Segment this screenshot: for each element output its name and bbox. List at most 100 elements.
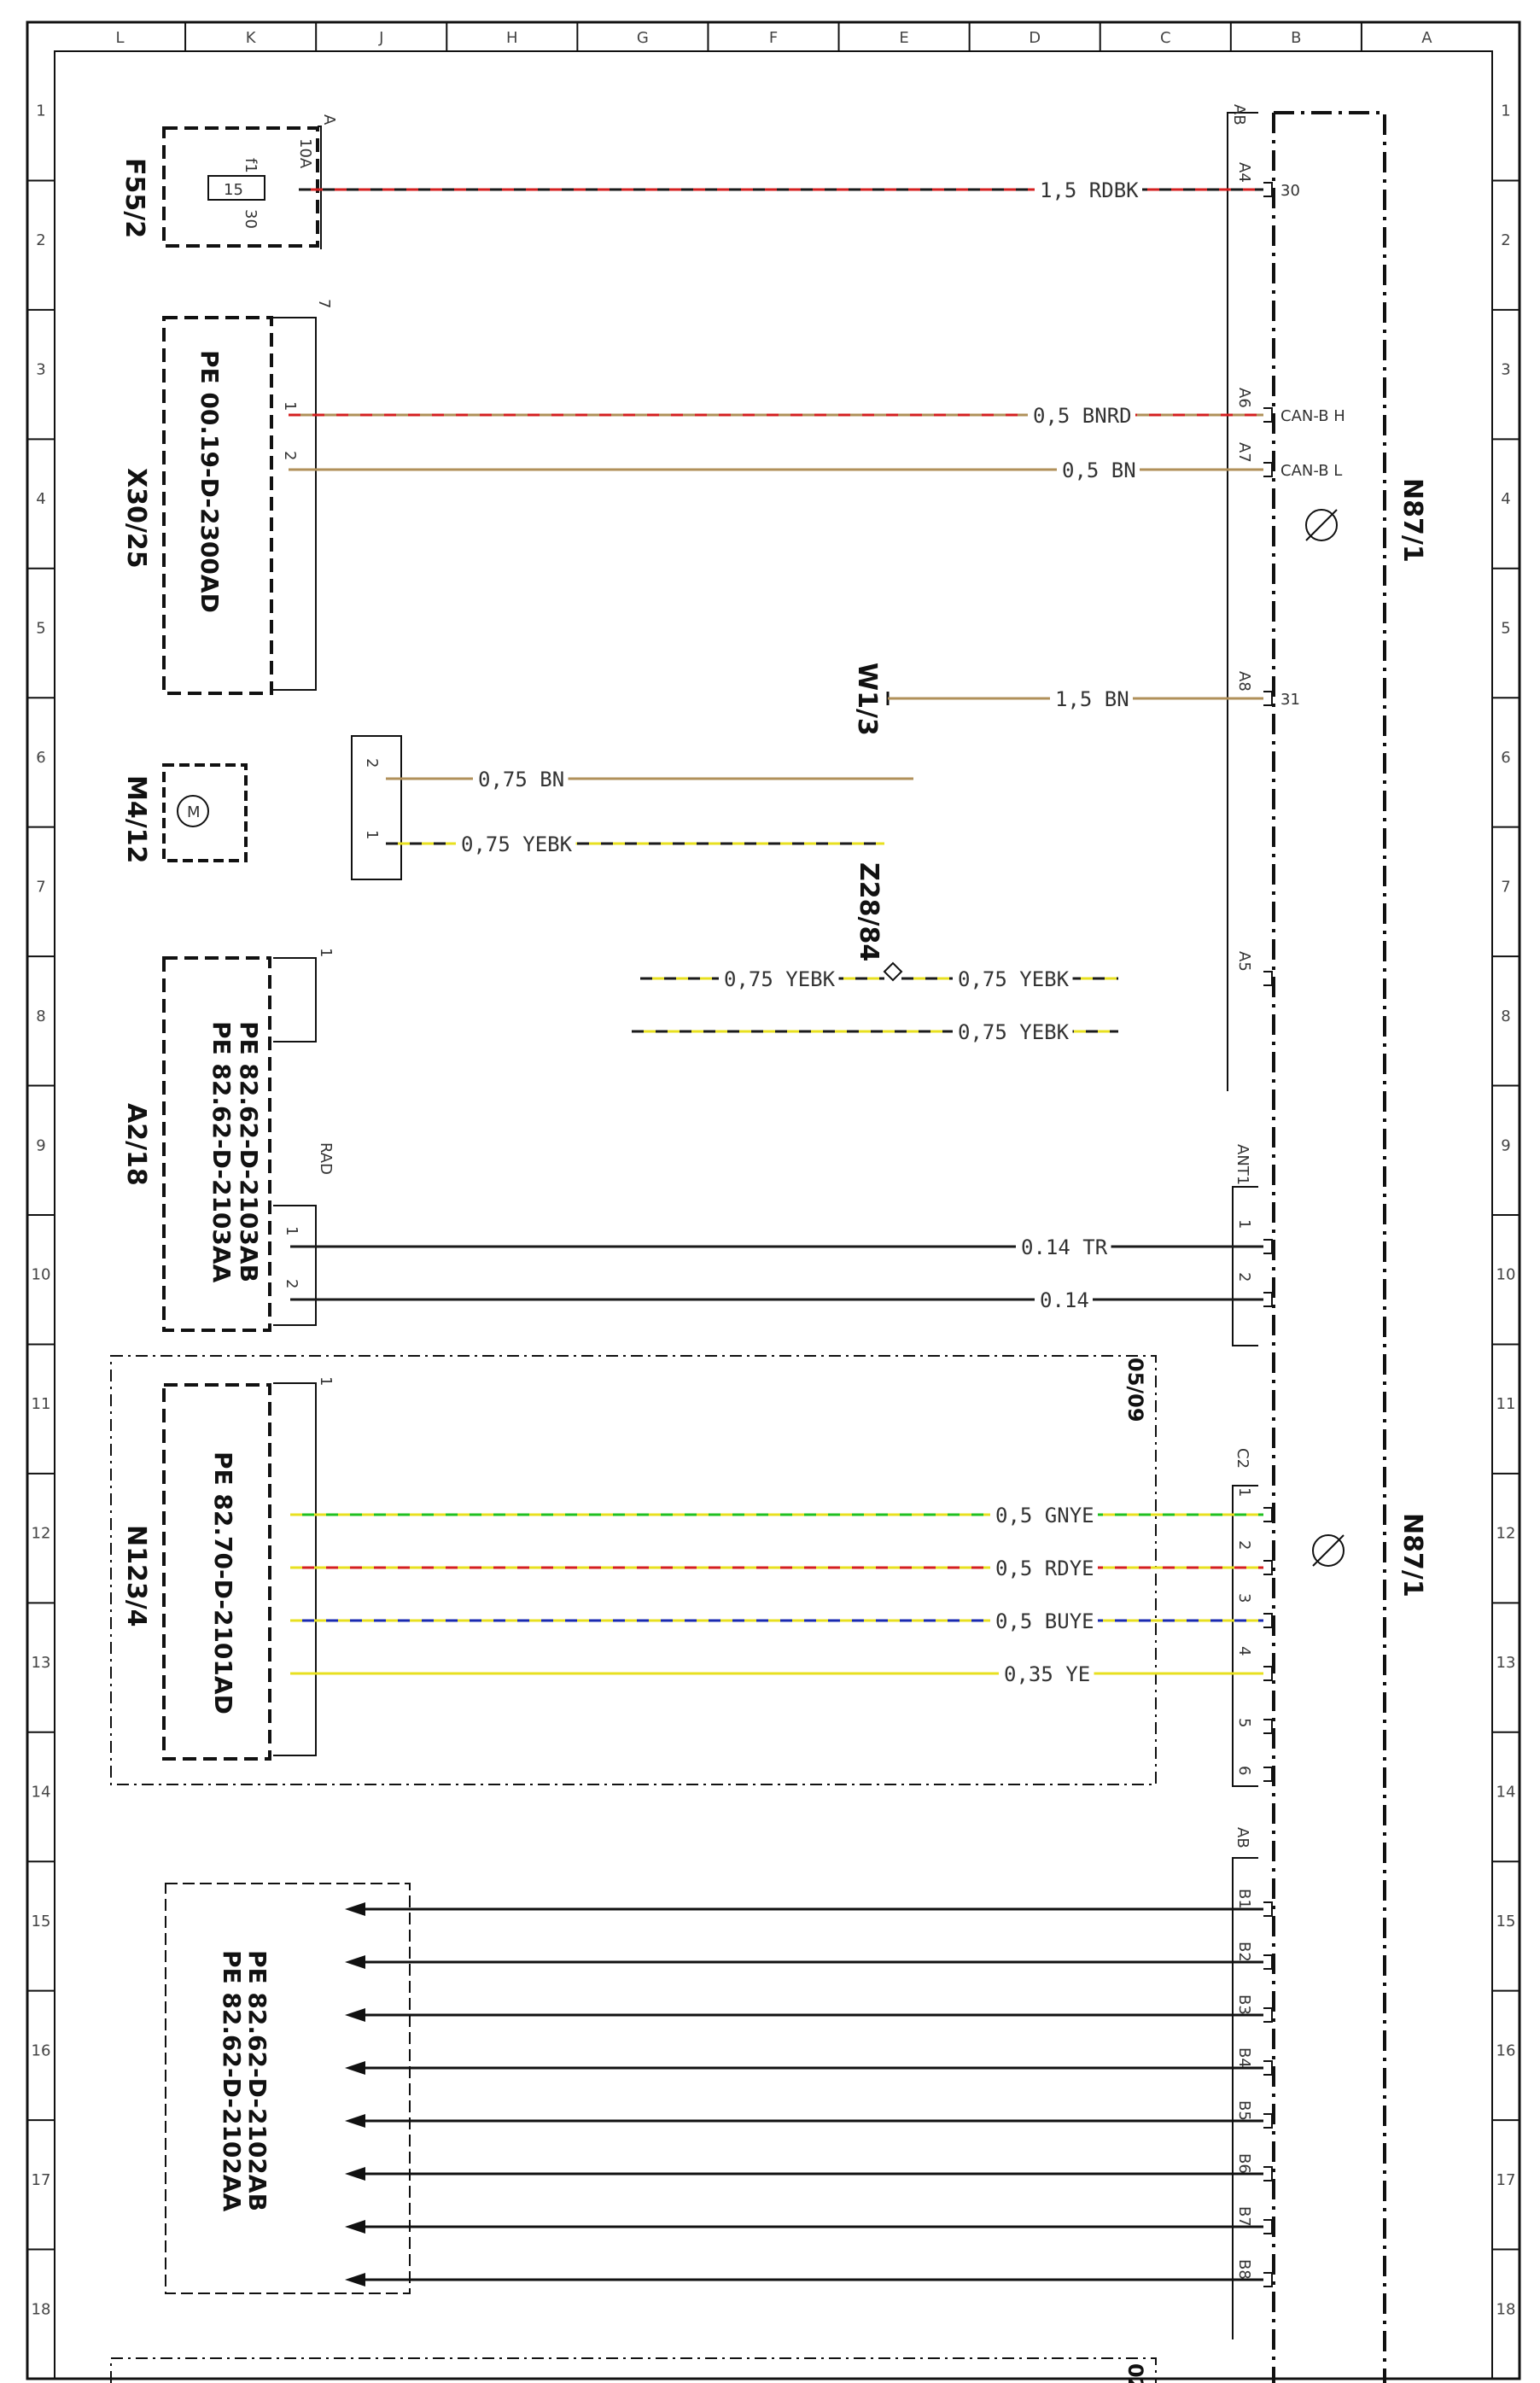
grid-col-label: J (378, 29, 383, 47)
wire-label-bg (1057, 456, 1140, 482)
pin-label: 6 (1235, 1766, 1253, 1775)
wire-label: 0,5 BNRD (1033, 404, 1132, 428)
pin-label: B7 (1235, 2206, 1253, 2227)
a2-18-ref2: PE 82.62-D-2103AB (235, 1021, 263, 1282)
pin-terminal-icon (1263, 2113, 1273, 2129)
x30-25-ref: PE 00.19-D-2300AD (195, 350, 224, 613)
grid-row-label: 4 (36, 490, 45, 508)
pin-label: B4 (1235, 2047, 1253, 2068)
test-point-icon (1305, 509, 1338, 541)
pin-terminal-icon (1263, 971, 1273, 986)
wire-label: 0,75 YEBK (958, 967, 1070, 991)
pin-label: 1 (1235, 1219, 1253, 1229)
motor-symbol: M (187, 803, 201, 821)
n87-1-label-mid: N87/1 (1397, 1513, 1427, 1597)
m4-12-connector-housing (351, 735, 402, 880)
wire-label: 0,75 YEBK (461, 832, 573, 856)
pin-terminal-icon (1263, 1954, 1273, 1970)
grid-row-label: 7 (1501, 878, 1510, 896)
arrow-left-icon (345, 2273, 365, 2287)
wire-label: 0.14 (1040, 1288, 1089, 1312)
fuse-pin-30: 30 (242, 209, 260, 229)
a2-18-rad-label: RAD (317, 1142, 335, 1175)
arrow-left-icon (345, 2008, 365, 2022)
n123-4-date-note: 05/09 (1123, 1358, 1147, 1422)
pin-label: 2 (1235, 1540, 1253, 1550)
n123-4-connector-housing (273, 1382, 317, 1756)
wire-label: 0,5 GNYE (995, 1504, 1094, 1527)
wire-label-bg (999, 1660, 1094, 1685)
wire-label: 1,5 RDBK (1040, 178, 1139, 202)
pin-terminal-icon (1263, 1901, 1273, 1917)
pin-terminal-icon (1263, 2007, 1273, 2023)
a2-18-connector: 1 (317, 948, 335, 957)
pin-terminal-icon (1263, 1666, 1273, 1681)
x30-25-pin2: 2 (281, 451, 299, 460)
grid-col-label: E (899, 29, 908, 47)
grid-row-label: 6 (1501, 749, 1510, 767)
a2-18-rad-pin2: 2 (283, 1279, 300, 1288)
f55-2-connector: A (320, 114, 338, 126)
grid-row-label: 17 (32, 2171, 51, 2189)
pin-label: 5 (1235, 1718, 1253, 1727)
motor-icon (177, 795, 209, 827)
wire-label-bg (1050, 685, 1133, 710)
m4-12-pin2: 2 (363, 758, 381, 768)
pin-label: B8 (1235, 2259, 1253, 2280)
pin-label: A8 (1235, 671, 1253, 692)
pin-terminal-icon (1263, 2272, 1273, 2287)
wire-label: 0,5 BN (1062, 458, 1136, 482)
wire-label-bg (719, 965, 839, 990)
pin-label: A4 (1235, 162, 1253, 183)
pin-label: A5 (1235, 951, 1253, 972)
pin-label: 4 (1235, 1646, 1253, 1656)
grid-row-label: 8 (36, 1008, 45, 1025)
a2-18-label: A2/18 (121, 1103, 151, 1186)
wire-label: 0,5 RDYE (995, 1557, 1094, 1580)
wire-label-bg (1035, 1286, 1093, 1311)
grid-col-label: D (1029, 29, 1041, 47)
ab-bottom-label: AB (1234, 1827, 1251, 1849)
grid-row-label: 2 (1501, 231, 1510, 249)
terminal-label: 30 (1280, 182, 1300, 200)
n87-1-outline (1274, 111, 1386, 2383)
grid-row-label: 12 (32, 1525, 51, 1543)
pin-label: B2 (1235, 1942, 1253, 1962)
grid-row-label: 18 (32, 2300, 51, 2318)
connector-ab-housing (1227, 112, 1258, 1091)
wire-label: 0,75 YEBK (958, 1020, 1070, 1044)
n123-4-outer-box (110, 1355, 1157, 1785)
grid-row-label: 10 (1496, 1266, 1516, 1284)
m4-12-pin1: 1 (363, 830, 381, 839)
pin-label: B3 (1235, 1995, 1253, 2015)
a2-18-rad-pin1: 1 (283, 1226, 300, 1235)
arrow-left-icon (345, 2061, 365, 2075)
grid-row-label: 5 (36, 620, 45, 638)
a2-18-ref1: PE 82.62-D-2103AA (207, 1021, 236, 1283)
arrow-left-icon (345, 2114, 365, 2128)
grid-col-label: F (769, 29, 778, 47)
ant1-label: ANT1 (1234, 1144, 1251, 1185)
grid-row-label: 3 (36, 361, 45, 379)
fuse-icon (207, 175, 265, 201)
grid-row-label: 4 (1501, 490, 1510, 508)
test-point-icon (1312, 1534, 1345, 1567)
pin-terminal-icon (1263, 1239, 1273, 1254)
terminal-label: 31 (1280, 691, 1300, 709)
wire-label-bg (1028, 401, 1135, 427)
grid-row-label: 14 (32, 1784, 51, 1802)
grid-row-label: 18 (1496, 2300, 1516, 2318)
pin-terminal-icon (1263, 182, 1273, 197)
arrow-left-icon (345, 1955, 365, 1969)
pin-terminal-icon (1263, 1507, 1273, 1522)
grid-row-label: 13 (1496, 1654, 1516, 1672)
grid-col-label: C (1160, 29, 1171, 47)
wire-label-bg (990, 1607, 1098, 1632)
wire-label: 0.14 TR (1021, 1235, 1108, 1259)
grid-row-label: 11 (32, 1395, 51, 1413)
pin-terminal-icon (1263, 407, 1273, 423)
